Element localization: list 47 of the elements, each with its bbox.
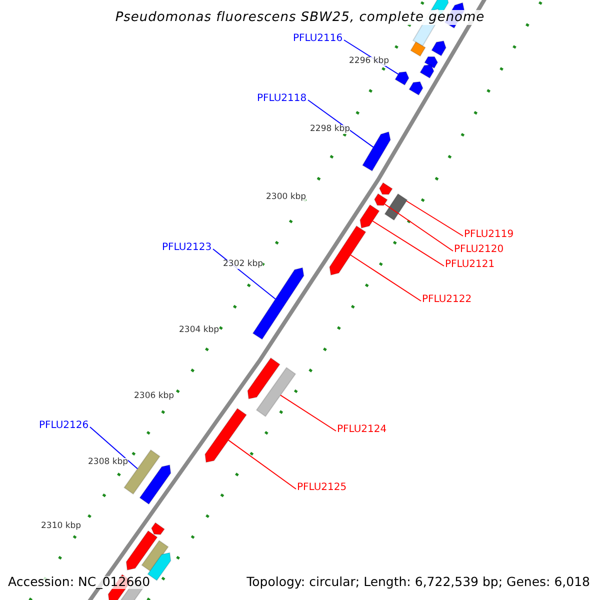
leader-line bbox=[406, 200, 464, 236]
gene-label: PFLU2122 bbox=[422, 295, 472, 305]
gene-label: PFLU2118 bbox=[257, 94, 307, 104]
gene-feature bbox=[329, 225, 366, 276]
gene-label: PFLU2120 bbox=[454, 245, 504, 255]
scale-label: 2298 kbp bbox=[310, 125, 350, 134]
gene-label: PFLU2116 bbox=[293, 34, 343, 44]
scale-label: 2302 kbp bbox=[223, 260, 264, 268]
scale-label: 2306 kbp bbox=[134, 392, 174, 400]
accession-text: Accession: NC_012660 bbox=[8, 576, 150, 588]
scale-label: 2300 kbp bbox=[266, 193, 306, 202]
gene-label: PFLU2124 bbox=[337, 425, 387, 435]
gene-feature bbox=[247, 357, 280, 400]
scale-label: 2296 kbp bbox=[349, 57, 390, 66]
scale-label: 2310 kbp bbox=[41, 522, 82, 530]
gene-label: PFLU2126 bbox=[39, 421, 89, 431]
gene-label: PFLU2125 bbox=[297, 483, 347, 493]
gene-feature bbox=[394, 71, 410, 86]
gene-label: PFLU2123 bbox=[162, 243, 212, 253]
leader-line bbox=[350, 254, 422, 302]
gene-feature bbox=[362, 131, 391, 172]
gene-feature bbox=[126, 530, 158, 571]
leader-line bbox=[280, 394, 336, 432]
gene-feature bbox=[360, 204, 380, 229]
leader-line bbox=[372, 220, 444, 266]
genome-summary-text: Topology: circular; Length: 6,722,539 bp; Genes: 6,018 bbox=[246, 576, 590, 588]
gene-feature bbox=[431, 40, 446, 56]
gene-label: PFLU2119 bbox=[464, 230, 514, 240]
gene-feature bbox=[252, 267, 304, 340]
gene-feature bbox=[424, 56, 438, 69]
gene-label: PFLU2121 bbox=[445, 260, 495, 270]
leader-line bbox=[384, 204, 454, 252]
leader-line bbox=[308, 100, 374, 148]
gene-feature bbox=[420, 64, 434, 79]
gene-feature bbox=[378, 182, 393, 195]
gene-feature bbox=[139, 464, 172, 505]
gene-feature bbox=[384, 193, 408, 221]
scale-label: 2304 kbp bbox=[179, 326, 220, 334]
leader-line bbox=[90, 426, 138, 470]
scale-label: 2308 kbp bbox=[88, 458, 128, 466]
gene-feature bbox=[408, 81, 424, 96]
gene-feature bbox=[374, 193, 388, 206]
gene-feature bbox=[150, 522, 166, 536]
gene-feature bbox=[204, 408, 248, 463]
gene-feature bbox=[410, 41, 426, 57]
leader-line bbox=[228, 440, 296, 490]
gene-feature bbox=[256, 366, 296, 418]
